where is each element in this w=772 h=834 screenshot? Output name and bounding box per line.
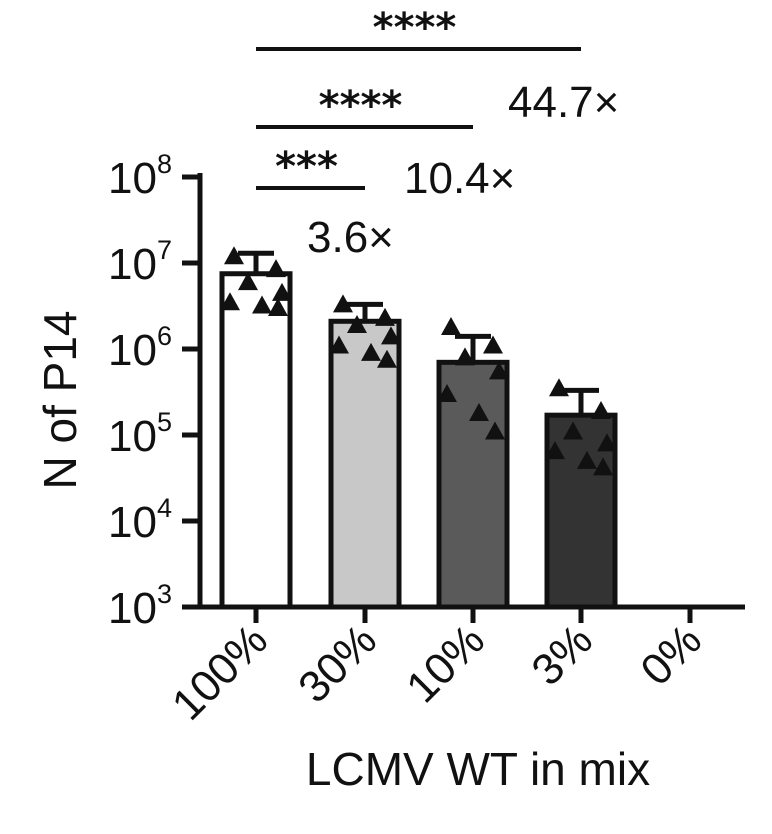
significance-stars: **** xyxy=(373,5,457,51)
significance-brackets: ***3.6×****10.4×****44.7× xyxy=(256,5,619,262)
y-tick-label: 105 xyxy=(108,407,172,461)
significance-stars: *** xyxy=(275,144,338,190)
y-axis-title: N of P14 xyxy=(34,311,86,490)
y-tick-label: 108 xyxy=(108,149,172,203)
error-bars xyxy=(238,250,599,416)
data-point xyxy=(593,457,613,476)
x-tick-label: 3% xyxy=(522,615,602,695)
data-point xyxy=(272,282,292,301)
data-point xyxy=(268,297,288,316)
data-point xyxy=(347,315,367,334)
data-point xyxy=(238,272,258,291)
data-point xyxy=(545,441,565,460)
y-tick-label: 103 xyxy=(108,579,172,633)
data-point xyxy=(577,450,597,469)
data-point xyxy=(469,403,489,422)
bar-30% xyxy=(328,318,402,610)
significance-stars: **** xyxy=(319,83,403,129)
fold-change-label: 3.6× xyxy=(307,213,394,262)
data-point xyxy=(455,347,475,366)
y-tick-label: 104 xyxy=(108,493,172,547)
data-point xyxy=(549,378,569,397)
x-axis-title: LCMV WT in mix xyxy=(306,743,650,795)
bars xyxy=(219,271,618,610)
data-point xyxy=(377,349,397,368)
bar-100% xyxy=(219,271,293,610)
data-point xyxy=(597,433,617,452)
data-point xyxy=(224,246,244,265)
data-point xyxy=(361,342,381,361)
data-point xyxy=(329,335,349,354)
data-point xyxy=(252,295,272,314)
data-point xyxy=(591,401,611,420)
y-tick-label: 107 xyxy=(108,235,172,289)
data-points xyxy=(220,246,617,476)
data-point xyxy=(333,294,353,313)
x-tick-label: 30% xyxy=(289,615,386,712)
data-point xyxy=(489,361,509,380)
fold-change-label: 10.4× xyxy=(404,154,515,203)
y-ticks: 103 104 105 106 107 108 xyxy=(108,149,200,633)
data-point xyxy=(220,292,240,311)
data-point xyxy=(437,383,457,402)
x-tick-label: 10% xyxy=(397,615,494,712)
category-labels: 100%30%10% 3% 0% xyxy=(163,607,711,730)
data-point xyxy=(381,326,401,345)
data-point xyxy=(441,317,461,336)
data-point xyxy=(483,335,503,354)
x-tick-label: 0% xyxy=(631,615,711,695)
x-tick-label: 100% xyxy=(163,615,277,729)
data-point xyxy=(485,421,505,440)
fold-change-label: 44.7× xyxy=(508,78,619,127)
y-tick-label: 106 xyxy=(108,321,172,375)
data-point xyxy=(563,421,583,440)
data-point xyxy=(375,307,395,326)
data-point xyxy=(266,259,286,278)
